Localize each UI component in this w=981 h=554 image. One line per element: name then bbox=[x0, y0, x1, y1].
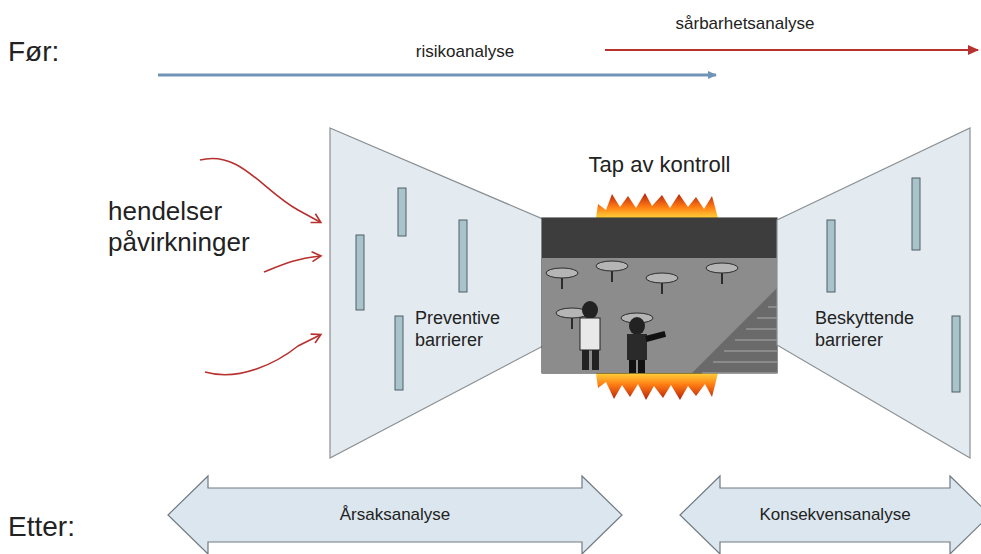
event-arrow bbox=[264, 256, 320, 272]
consequence-analysis-arrow: Konsekvensanalyse bbox=[680, 476, 981, 554]
loss-of-control-photo: Tap av kontroll bbox=[542, 150, 777, 400]
analysis-double-arrow bbox=[168, 476, 622, 554]
cause-analysis-arrow: Årsaksanalyse bbox=[168, 476, 622, 554]
analysis-double-arrow bbox=[680, 476, 981, 554]
analysis-label: sårbarhetsanalyse bbox=[676, 14, 815, 34]
before-label: Før: bbox=[8, 35, 59, 69]
barrier-bar bbox=[952, 316, 960, 392]
heading: Tap av kontroll bbox=[542, 152, 777, 178]
protective-funnel: Beskyttende barrierer bbox=[777, 128, 970, 458]
incident-photo bbox=[542, 218, 777, 373]
node-text: Beskyttende barrierer bbox=[815, 308, 925, 351]
risk-analysis-arrow bbox=[158, 74, 716, 77]
events-label: hendelser påvirkninger bbox=[108, 196, 250, 258]
flame bbox=[596, 373, 718, 400]
loss-of-control-photo-shape bbox=[542, 150, 777, 400]
node-text: Konsekvensanalyse bbox=[720, 505, 950, 525]
barrier-bar bbox=[356, 235, 364, 310]
barrier-bar bbox=[827, 220, 835, 292]
barrier-bar bbox=[459, 220, 467, 292]
after-label: Etter: bbox=[8, 510, 75, 544]
barrier-bar bbox=[398, 188, 406, 236]
protective-funnel bbox=[777, 128, 970, 458]
vulnerability-analysis-arrow bbox=[605, 49, 978, 51]
event-arrow bbox=[205, 335, 320, 375]
node-text: Preventive barrierer bbox=[415, 308, 530, 351]
preventive-funnel: Preventive barrierer bbox=[330, 128, 545, 458]
preventive-funnel bbox=[330, 128, 545, 458]
barrier-bar bbox=[395, 316, 403, 390]
preventive-funnel-shape bbox=[330, 128, 545, 458]
flame bbox=[596, 193, 718, 218]
node-text: Årsaksanalyse bbox=[208, 505, 582, 525]
protective-funnel-shape bbox=[777, 128, 970, 458]
barrier-bar bbox=[912, 178, 920, 250]
analysis-label: risikoanalyse bbox=[416, 42, 514, 62]
